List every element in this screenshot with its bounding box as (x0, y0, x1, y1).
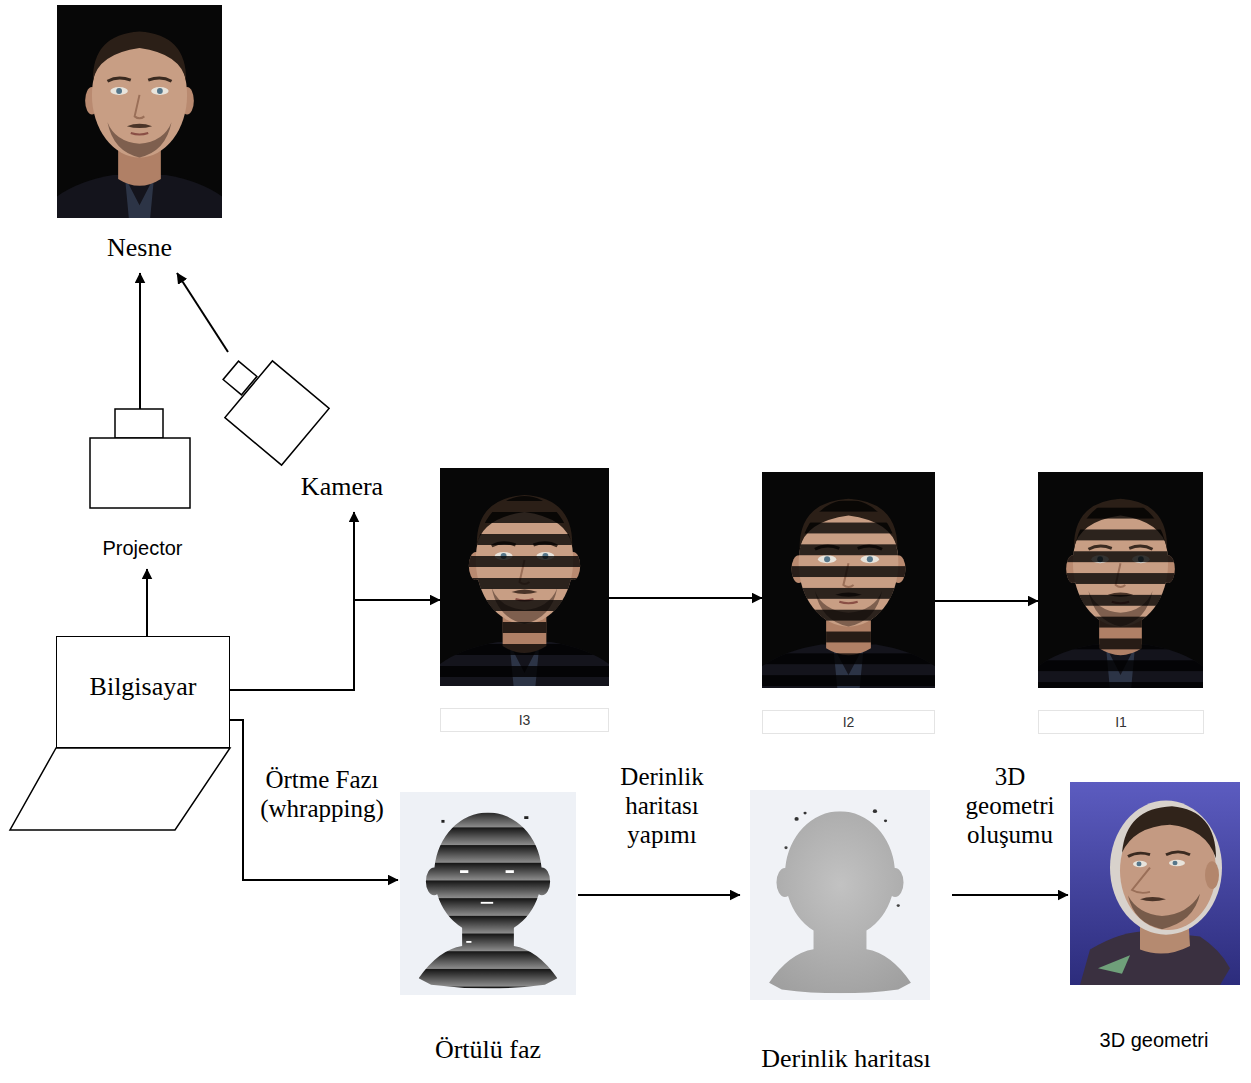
node-caption: Projector (80, 536, 205, 560)
object-node: Nesne (57, 5, 222, 273)
fringe-photo (1038, 472, 1203, 688)
geometry-render (1070, 782, 1240, 985)
edge-label-anchor: Örtme Fazı (whrapping) (252, 765, 392, 823)
arrow-connector (230, 720, 398, 880)
arrow-connector (609, 597, 762, 599)
wrapped-phase-image (400, 792, 576, 995)
camera-node: Kamera (212, 352, 402, 512)
depth-map-node: Derinlik haritası (740, 790, 952, 1075)
projector-node: Projector (80, 409, 205, 569)
node-caption: Derinlik haritası (740, 1044, 952, 1074)
geometry-node: 3D geometri (1068, 782, 1240, 1060)
arrow-connector (578, 894, 740, 896)
arrow-connector (177, 273, 228, 352)
node-caption: 3D geometri (1068, 1028, 1240, 1052)
projector-symbol (90, 409, 190, 508)
laptop-base (10, 748, 230, 830)
arrow-connector (935, 600, 1038, 602)
node-caption: I2 (762, 710, 935, 734)
fringe-image-node: I3 (440, 468, 609, 736)
camera-symbol (223, 361, 329, 465)
arrow-connector (952, 894, 1068, 896)
projector-lens (115, 409, 163, 438)
fringe-photo (762, 472, 935, 688)
node-caption: Kamera (282, 472, 402, 502)
object-photo (57, 5, 222, 218)
computer-box: Bilgisayar (56, 636, 230, 748)
node-caption: Bilgisayar (57, 672, 229, 702)
depth-map-image (750, 790, 930, 1000)
arrow-connector (230, 512, 354, 690)
wrapped-phase-node: Örtülü faz (398, 792, 578, 1070)
node-caption: Nesne (57, 233, 222, 263)
node-caption: Örtülü faz (398, 1035, 578, 1065)
fringe-image-node: I2 (762, 472, 935, 738)
edge-label: Örtme Fazı (whrapping) (252, 765, 392, 823)
camera-body (225, 361, 329, 465)
fringe-photo (440, 468, 609, 686)
node-caption: I1 (1038, 710, 1204, 734)
node-caption: I3 (440, 708, 609, 732)
arrow-connector (146, 569, 148, 636)
arrow-connector (230, 600, 440, 690)
fringe-image-node: I1 (1038, 472, 1204, 738)
arrow-connector (139, 273, 141, 409)
edge-label-anchor: 3D geometri oluşumu (954, 762, 1066, 849)
projector-body (90, 438, 190, 508)
edge-label: 3D geometri oluşumu (954, 762, 1066, 849)
edge-label: Derinlik haritası yapımı (600, 762, 725, 849)
edge-label-anchor: Derinlik haritası yapımı (600, 762, 725, 849)
